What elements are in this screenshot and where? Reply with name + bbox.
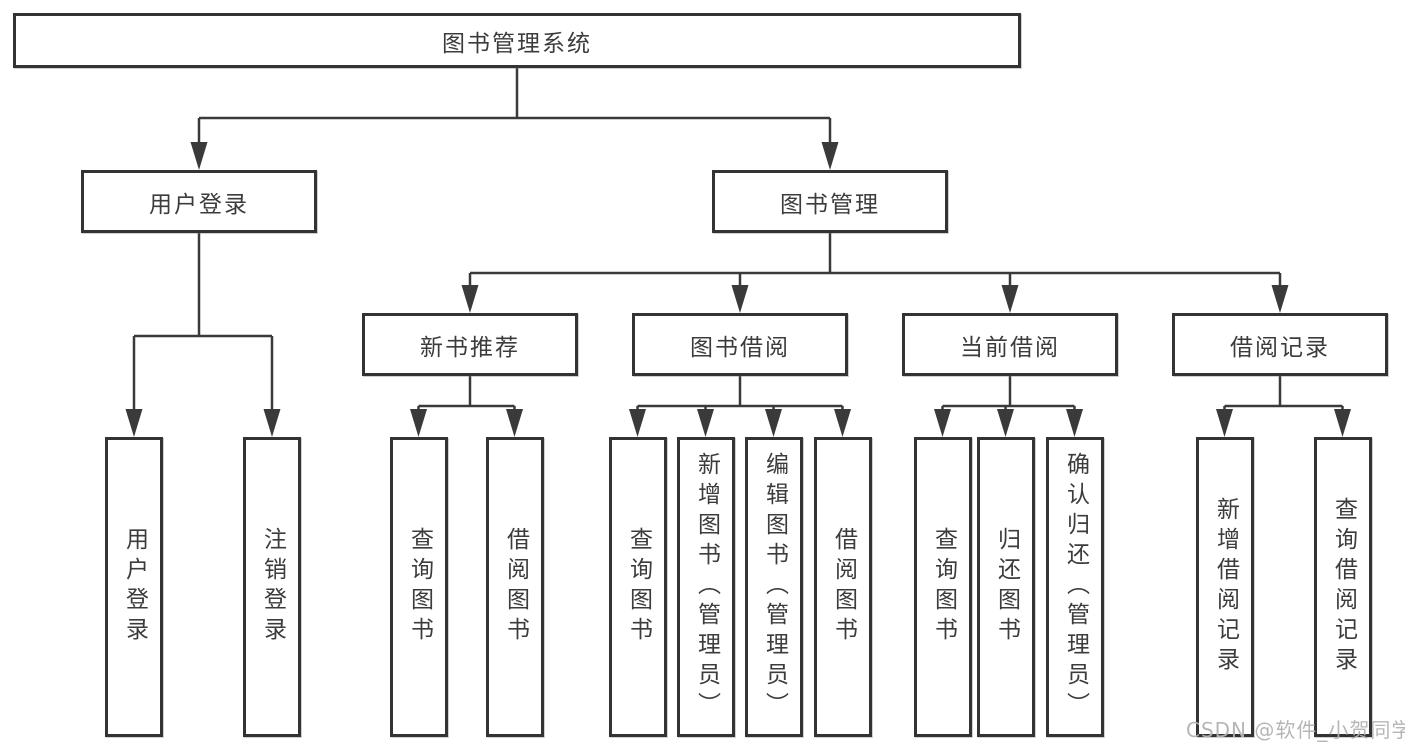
node-library-management-system: 图书管理系统 bbox=[13, 13, 1021, 68]
node-borrowing-records: 借阅记录 bbox=[1172, 313, 1388, 376]
node-book-borrowing: 图书借阅 bbox=[632, 313, 848, 376]
node-book-management: 图书管理 bbox=[712, 170, 948, 233]
leaf-confirm-return-admin: 确认归还（管理员） bbox=[1046, 437, 1104, 737]
csdn-watermark: CSDN @软件_小贺同学 bbox=[1186, 718, 1405, 742]
node-label: 当前借阅 bbox=[960, 334, 1060, 361]
node-label: 归还图书 bbox=[993, 527, 1020, 647]
leaf-logout-login: 注销登录 bbox=[243, 437, 301, 737]
node-label: 图书管理系统 bbox=[442, 30, 592, 57]
leaf-return-book: 归还图书 bbox=[977, 437, 1035, 737]
node-label: 查询图书 bbox=[625, 527, 652, 647]
leaf-query-books-borrowing: 查询图书 bbox=[609, 437, 667, 737]
node-label: 用户登录 bbox=[121, 527, 148, 647]
node-label: 新增借阅记录 bbox=[1212, 497, 1239, 677]
node-label: 查询图书 bbox=[930, 527, 957, 647]
node-label: 借阅图书 bbox=[502, 527, 529, 647]
leaf-add-borrow-record: 新增借阅记录 bbox=[1196, 437, 1254, 737]
node-current-borrowing: 当前借阅 bbox=[902, 313, 1118, 376]
node-label: 查询图书 bbox=[406, 527, 433, 647]
leaf-user-login: 用户登录 bbox=[105, 437, 163, 737]
node-label: 图书借阅 bbox=[690, 334, 790, 361]
node-new-book-recommend: 新书推荐 bbox=[362, 313, 578, 376]
node-label: 用户登录 bbox=[149, 191, 249, 218]
leaf-borrow-books-borrowing: 借阅图书 bbox=[814, 437, 872, 737]
leaf-query-books-current: 查询图书 bbox=[914, 437, 972, 737]
leaf-borrow-books-recommend: 借阅图书 bbox=[486, 437, 544, 737]
node-label: 编辑图书（管理员） bbox=[761, 452, 788, 722]
node-label: 新书推荐 bbox=[420, 334, 520, 361]
node-label: 借阅记录 bbox=[1230, 334, 1330, 361]
node-label: 确认归还（管理员） bbox=[1062, 452, 1089, 722]
leaf-query-books-recommend: 查询图书 bbox=[390, 437, 448, 737]
leaf-add-book-admin: 新增图书（管理员） bbox=[677, 437, 735, 737]
node-label: 查询借阅记录 bbox=[1330, 497, 1357, 677]
node-user-login: 用户登录 bbox=[81, 170, 317, 233]
node-label: 新增图书（管理员） bbox=[693, 452, 720, 722]
node-label: 借阅图书 bbox=[830, 527, 857, 647]
node-label: 图书管理 bbox=[780, 191, 880, 218]
leaf-query-borrow-record: 查询借阅记录 bbox=[1314, 437, 1372, 737]
leaf-edit-book-admin: 编辑图书（管理员） bbox=[745, 437, 803, 737]
node-label: 注销登录 bbox=[259, 527, 286, 647]
